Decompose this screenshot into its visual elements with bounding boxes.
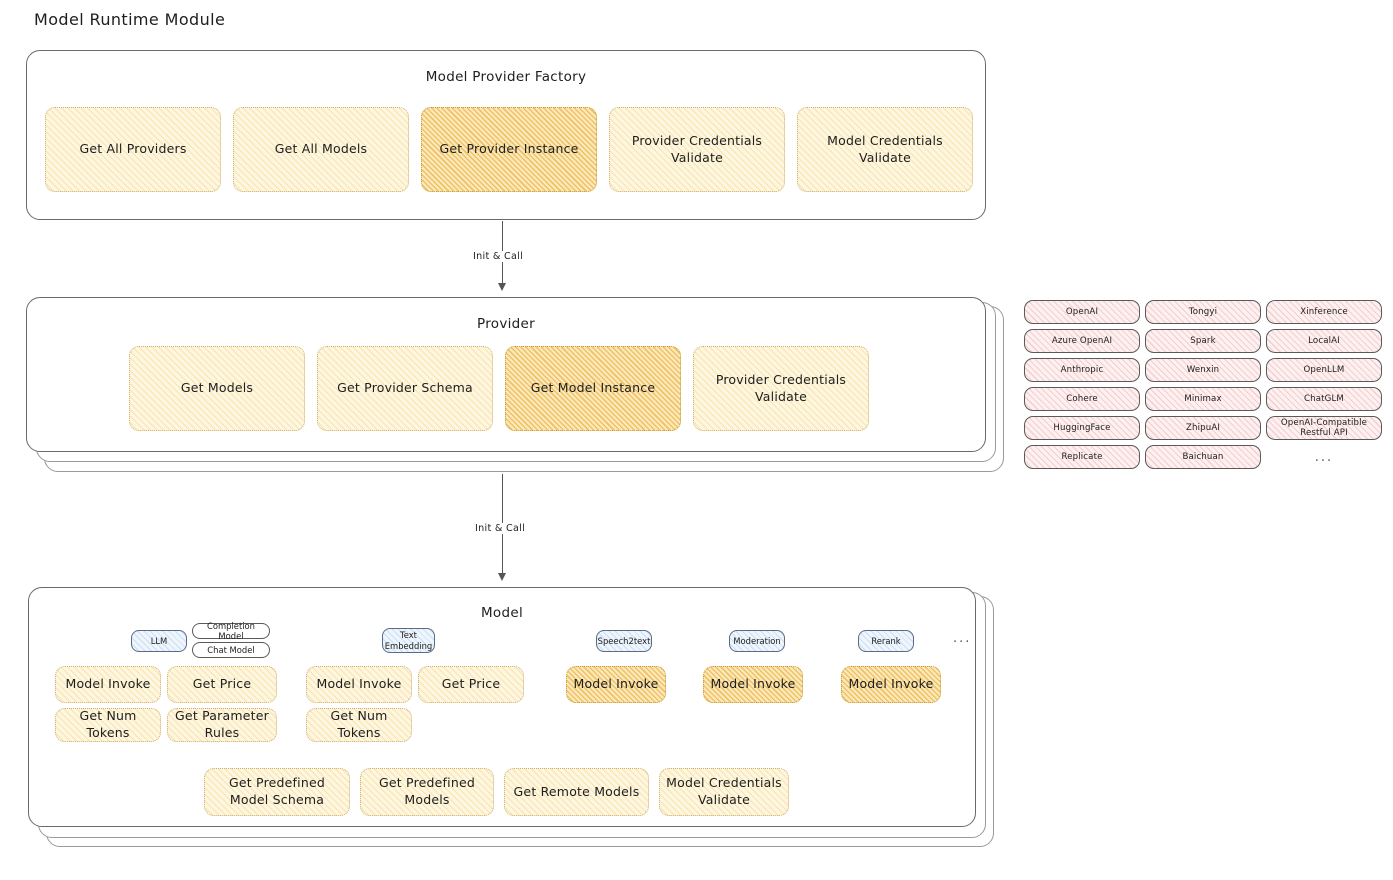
rerank-method-model-invoke[interactable]: Model Invoke — [841, 666, 941, 703]
text-embedding-method-model-invoke[interactable]: Model Invoke — [306, 666, 412, 703]
provider-chip-xinference[interactable]: Xinference — [1266, 300, 1382, 324]
provider-chip-openllm[interactable]: OpenLLM — [1266, 358, 1382, 382]
factory-method-provider-credentials-validate[interactable]: Provider Credentials Validate — [609, 107, 785, 192]
llm-method-model-invoke[interactable]: Model Invoke — [55, 666, 161, 703]
provider-panel: Provider Get Models Get Provider Schema … — [26, 297, 986, 452]
llm-method-get-parameter-rules[interactable]: Get Parameter Rules — [167, 708, 277, 742]
provider-chip-openai-compatible-restful-api[interactable]: OpenAI-Compatible Restful API — [1266, 416, 1382, 440]
provider-method-get-provider-schema[interactable]: Get Provider Schema — [317, 346, 493, 431]
provider-chip-spark[interactable]: Spark — [1145, 329, 1261, 353]
provider-chip-chatglm[interactable]: ChatGLM — [1266, 387, 1382, 411]
llm-method-get-price[interactable]: Get Price — [167, 666, 277, 703]
provider-method-provider-credentials-validate[interactable]: Provider Credentials Validate — [693, 346, 869, 431]
provider-chip-baichuan[interactable]: Baichuan — [1145, 445, 1261, 469]
model-title: Model — [480, 605, 524, 621]
model-method-model-credentials-validate[interactable]: Model Credentials Validate — [659, 768, 789, 816]
speech2text-method-model-invoke[interactable]: Model Invoke — [566, 666, 666, 703]
model-type-badge-rerank[interactable]: Rerank — [858, 630, 914, 652]
model-method-get-predefined-model-schema[interactable]: Get Predefined Model Schema — [204, 768, 350, 816]
provider-implementations-list: OpenAI Azure OpenAI Anthropic Cohere Hug… — [1024, 300, 1384, 475]
llm-method-get-num-tokens[interactable]: Get Num Tokens — [55, 708, 161, 742]
provider-chip-cohere[interactable]: Cohere — [1024, 387, 1140, 411]
provider-chip-huggingface[interactable]: HuggingFace — [1024, 416, 1140, 440]
provider-chip-minimax[interactable]: Minimax — [1145, 387, 1261, 411]
factory-method-model-credentials-validate[interactable]: Model Credentials Validate — [797, 107, 973, 192]
model-panel: Model LLM Completion Model Chat Model Mo… — [28, 587, 976, 827]
provider-title: Provider — [477, 316, 535, 332]
arrow-factory-to-provider-head — [498, 283, 506, 291]
text-embedding-method-get-num-tokens[interactable]: Get Num Tokens — [306, 708, 412, 742]
page-title: Model Runtime Module — [34, 10, 226, 29]
model-provider-factory-panel: Model Provider Factory Get All Providers… — [26, 50, 986, 220]
provider-chip-zhipuai[interactable]: ZhipuAI — [1145, 416, 1261, 440]
provider-method-get-model-instance[interactable]: Get Model Instance — [505, 346, 681, 431]
factory-method-get-provider-instance[interactable]: Get Provider Instance — [421, 107, 597, 192]
arrow-factory-to-provider-label: Init & Call — [469, 251, 528, 262]
text-embedding-method-get-price[interactable]: Get Price — [418, 666, 524, 703]
provider-chip-replicate[interactable]: Replicate — [1024, 445, 1140, 469]
model-method-get-remote-models[interactable]: Get Remote Models — [504, 768, 649, 816]
provider-chip-azure-openai[interactable]: Azure OpenAI — [1024, 329, 1140, 353]
provider-chip-tongyi[interactable]: Tongyi — [1145, 300, 1261, 324]
provider-chip-localai[interactable]: LocalAI — [1266, 329, 1382, 353]
model-type-badge-llm[interactable]: LLM — [131, 630, 187, 652]
model-type-badge-moderation[interactable]: Moderation — [729, 630, 785, 652]
model-type-badge-text-embedding[interactable]: Text Embedding — [382, 628, 435, 653]
model-subtype-badge-chat-model[interactable]: Chat Model — [192, 642, 270, 658]
factory-method-get-all-models[interactable]: Get All Models — [233, 107, 409, 192]
arrow-provider-to-model-head — [498, 573, 506, 581]
model-type-badge-speech2text[interactable]: Speech2text — [596, 630, 652, 652]
provider-chip-wenxin[interactable]: Wenxin — [1145, 358, 1261, 382]
model-subtype-badge-completion-model[interactable]: Completion Model — [192, 621, 270, 641]
moderation-method-model-invoke[interactable]: Model Invoke — [703, 666, 803, 703]
provider-chip-more-ellipsis: ... — [1314, 449, 1334, 465]
model-method-get-predefined-models[interactable]: Get Predefined Models — [360, 768, 494, 816]
arrow-provider-to-model-label: Init & Call — [471, 523, 530, 534]
provider-chip-openai[interactable]: OpenAI — [1024, 300, 1140, 324]
model-types-more-ellipsis: ... — [953, 631, 972, 646]
model-provider-factory-title: Model Provider Factory — [425, 69, 587, 85]
provider-chip-anthropic[interactable]: Anthropic — [1024, 358, 1140, 382]
factory-method-get-all-providers[interactable]: Get All Providers — [45, 107, 221, 192]
provider-method-get-models[interactable]: Get Models — [129, 346, 305, 431]
